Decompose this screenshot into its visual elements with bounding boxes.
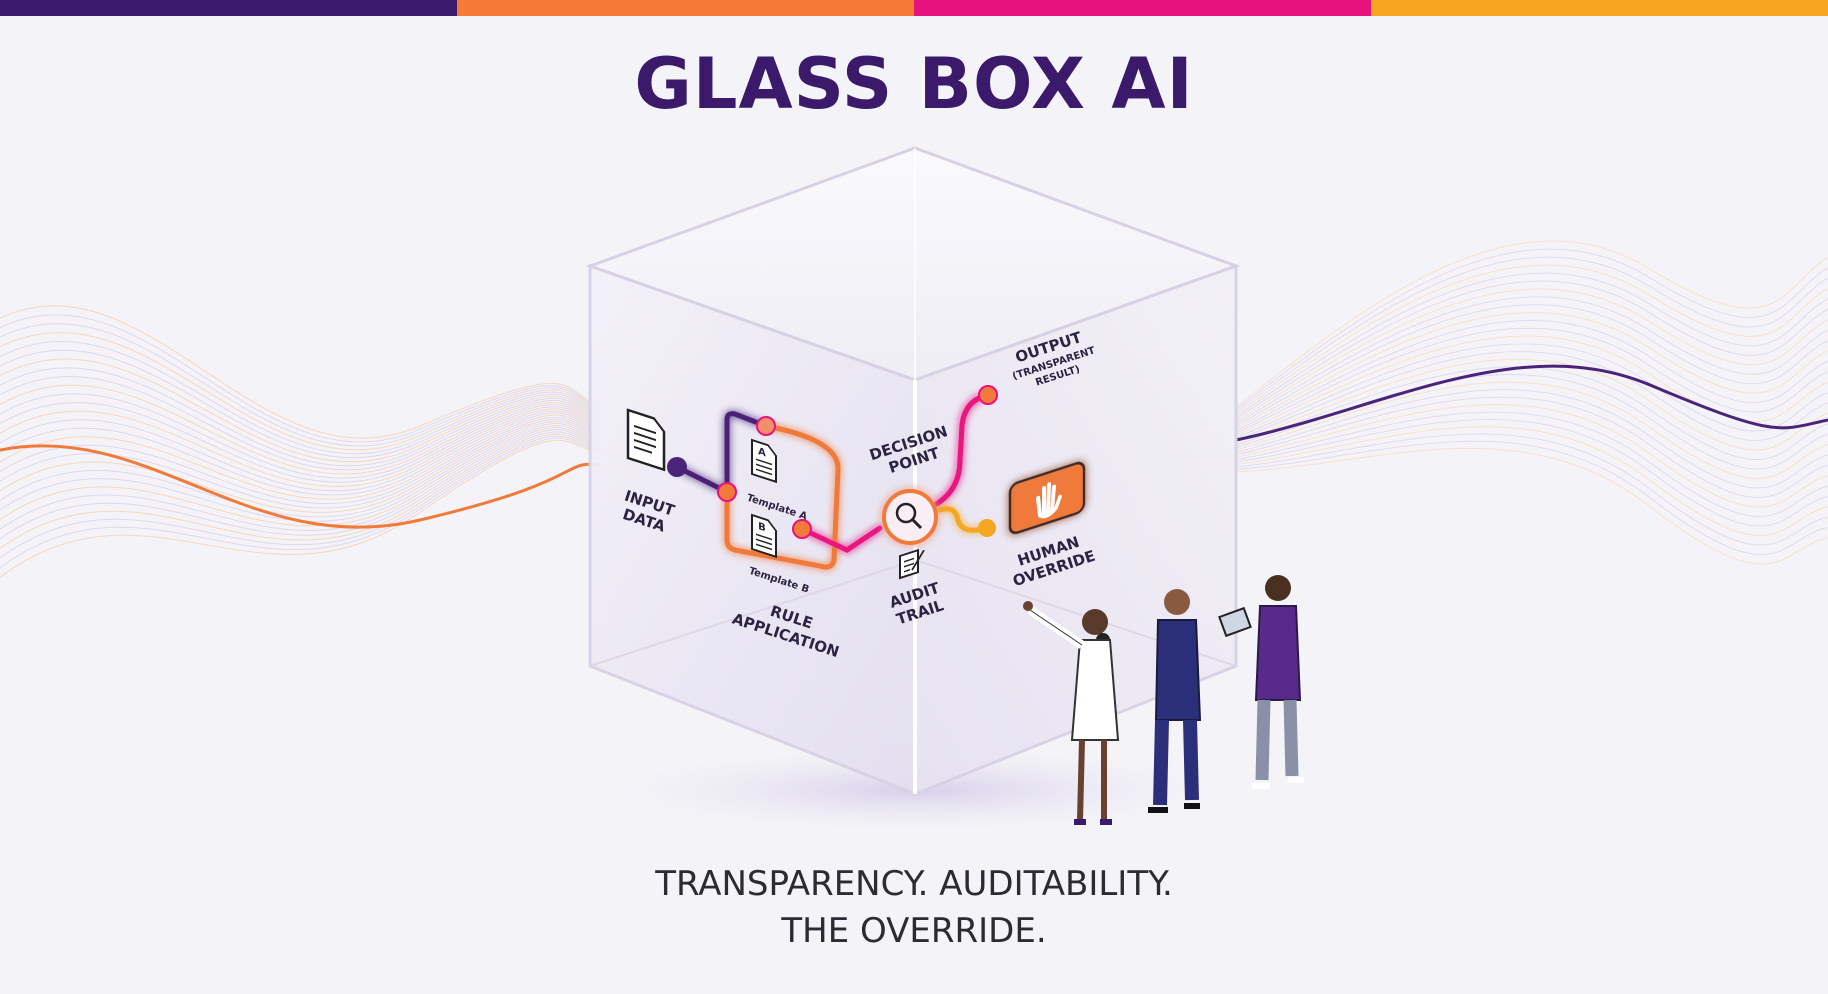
wave-line [0, 412, 601, 496]
wave-line [0, 433, 601, 549]
template-b-letter: B [758, 520, 766, 534]
wave-line [0, 439, 601, 578]
wave-line [1235, 404, 1828, 508]
wave-line [0, 358, 601, 463]
wave-line [1235, 312, 1828, 430]
page-title: GLASS BOX AI [634, 43, 1193, 125]
wave-line [0, 332, 601, 451]
decision-point-circle [882, 489, 938, 545]
tablet-icon [1218, 606, 1252, 638]
wave-line [0, 437, 601, 569]
flow-path [674, 392, 991, 570]
stripe-pink [914, 0, 1371, 16]
top-color-stripe [0, 0, 1828, 16]
wave-line [1235, 426, 1828, 536]
template-a-letter: A [758, 445, 766, 459]
wave-line [0, 416, 601, 505]
wave-line [1235, 288, 1828, 422]
wave-line [0, 423, 601, 518]
wave-line [1235, 358, 1828, 451]
wave-line [1235, 389, 1828, 489]
wave-line [1235, 343, 1828, 439]
wave-line [1235, 396, 1828, 498]
person-with-tablet [1218, 575, 1304, 789]
node-input [667, 457, 687, 477]
clipboard-pen-icon [899, 548, 925, 580]
wave-line [0, 402, 601, 483]
wave-line [0, 393, 601, 479]
wave-line-purple [1235, 364, 1828, 442]
flow-nodes [667, 385, 998, 539]
wave-line [1235, 272, 1828, 418]
document-icon [626, 408, 666, 472]
wave-line [1235, 433, 1828, 546]
hand-icon [1036, 482, 1062, 519]
wave-line [1235, 351, 1828, 442]
wave-line [1235, 240, 1828, 408]
wave-lines-left [0, 305, 601, 578]
wave-line [0, 431, 601, 540]
wave-line [0, 384, 601, 475]
human-override-button [1008, 461, 1086, 535]
template-a-icon: A [751, 438, 777, 484]
wave-line [0, 341, 601, 455]
wave-line [1235, 296, 1828, 425]
magnifier-icon [895, 502, 923, 530]
wave-lines-right [1235, 240, 1828, 565]
wave-line [1235, 447, 1828, 565]
wave-line [1235, 440, 1828, 555]
wave-line [1235, 327, 1828, 434]
wave-line [1235, 264, 1828, 415]
node-output [978, 385, 998, 405]
wave-line [0, 408, 601, 487]
node-split [717, 482, 737, 502]
wave-line [1235, 418, 1828, 527]
wave-line [0, 435, 601, 559]
node-merge [792, 519, 812, 539]
wave-line [0, 367, 601, 467]
tagline-line-2: THE OVERRIDE. [780, 911, 1046, 951]
wave-line [1235, 248, 1828, 410]
person-man-suit [1148, 589, 1202, 813]
wave-line [0, 305, 601, 439]
stripe-amber [1371, 0, 1828, 16]
wave-line [1235, 335, 1828, 437]
wave-line [1235, 381, 1828, 479]
node-top [756, 416, 776, 436]
wave-line [1235, 280, 1828, 420]
person-woman-lab-coat [1023, 601, 1120, 825]
wave-line [1235, 366, 1828, 461]
stripe-purple [0, 0, 457, 16]
wave-line [1235, 411, 1828, 517]
wave-line [0, 429, 601, 532]
wave-line [1235, 320, 1828, 432]
wave-line [0, 427, 601, 527]
wave-line [1235, 256, 1828, 413]
wave-line [0, 425, 601, 522]
wave-line [0, 323, 601, 447]
node-override [978, 519, 996, 537]
template-b-icon: B [751, 513, 777, 559]
wave-line [0, 410, 601, 492]
wave-line-orange [0, 444, 601, 529]
wave-line [0, 349, 601, 459]
wave-line [0, 414, 601, 500]
wave-line [1235, 304, 1828, 427]
wave-line [0, 314, 601, 443]
wave-line [0, 376, 601, 471]
tagline-line-1: TRANSPARENCY. AUDITABILITY. [654, 864, 1173, 904]
wave-line [0, 420, 601, 513]
stripe-orange [457, 0, 914, 16]
